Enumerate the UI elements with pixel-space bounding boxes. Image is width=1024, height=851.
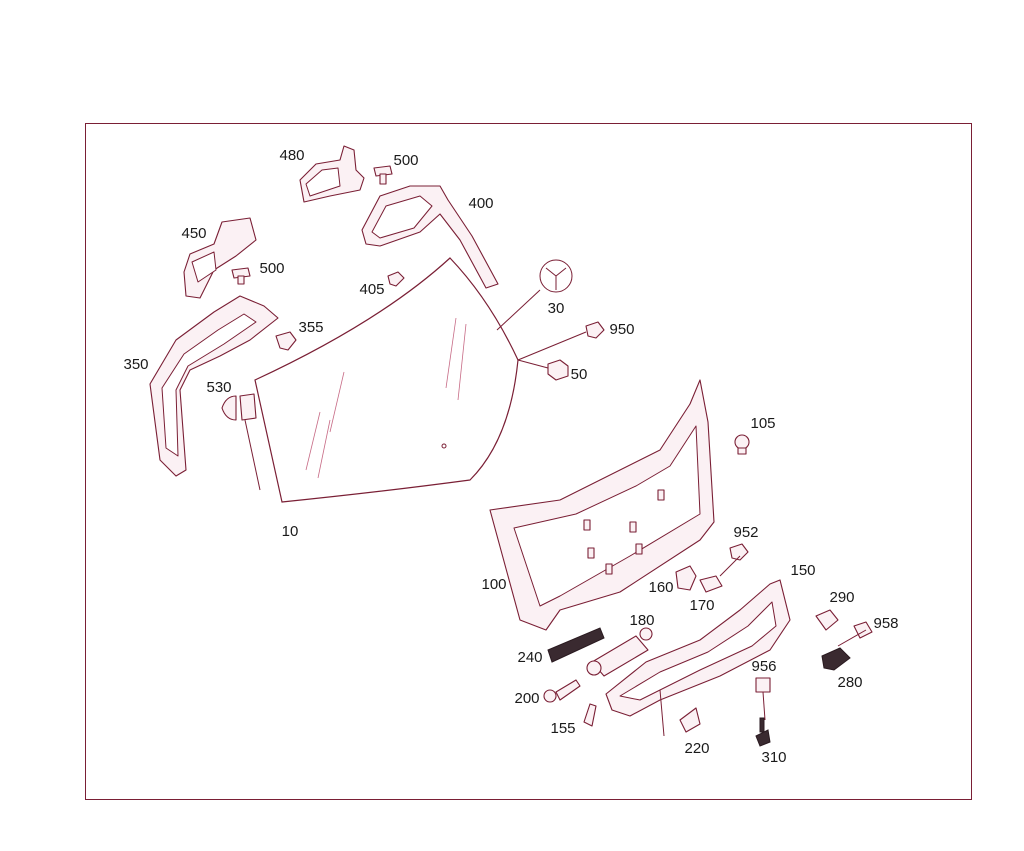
label-170: 170 (689, 597, 714, 614)
part-480-bracket (299, 145, 365, 203)
label-160: 160 (648, 579, 673, 596)
part-160 (675, 565, 697, 591)
part-530-cap (221, 393, 257, 421)
part-310 (755, 717, 771, 747)
label-405: 405 (359, 281, 384, 298)
leader-lines (244, 289, 867, 737)
label-310: 310 (761, 749, 786, 766)
label-155: 155 (550, 720, 575, 737)
label-220: 220 (684, 740, 709, 757)
part-170-bulb (699, 575, 723, 593)
label-956: 956 (751, 658, 776, 675)
part-180-cylinder (586, 627, 653, 677)
part-500-screw-a (373, 165, 393, 185)
part-280-lock (821, 647, 851, 671)
part-956 (755, 677, 771, 693)
label-530: 530 (206, 379, 231, 396)
label-480: 480 (279, 147, 304, 164)
part-30-wrench-icon (539, 259, 573, 293)
label-280: 280 (837, 674, 862, 691)
label-350: 350 (123, 356, 148, 373)
label-10: 10 (282, 523, 299, 540)
part-200-screw (543, 679, 581, 703)
label-500-top: 500 (393, 152, 418, 169)
label-290: 290 (829, 589, 854, 606)
label-500-left: 500 (259, 260, 284, 277)
part-10-rear-window (254, 257, 519, 503)
part-220 (679, 707, 701, 733)
diagram-frame (85, 123, 972, 800)
part-350-pillar-trim (149, 295, 279, 477)
part-155 (583, 703, 597, 727)
label-105: 105 (750, 415, 775, 432)
label-355: 355 (298, 319, 323, 336)
label-958: 958 (873, 615, 898, 632)
part-150-lower-trim (605, 579, 791, 717)
label-200: 200 (514, 690, 539, 707)
part-405-clip (387, 271, 405, 287)
part-240-grille (547, 627, 605, 663)
label-180: 180 (629, 612, 654, 629)
label-952: 952 (733, 524, 758, 541)
label-400: 400 (468, 195, 493, 212)
part-labels: 10 30 50 100 105 150 155 160 170 180 200… (123, 147, 898, 766)
part-355-clip (275, 331, 297, 351)
label-950: 950 (609, 321, 634, 338)
part-500-screw-b (231, 267, 251, 285)
part-450-bracket (183, 217, 257, 299)
part-290 (815, 609, 839, 631)
label-450: 450 (181, 225, 206, 242)
part-105-clip (734, 434, 750, 455)
part-950 (585, 321, 605, 339)
part-952 (729, 543, 749, 561)
part-50-block (547, 359, 569, 381)
label-240: 240 (517, 649, 542, 666)
label-100: 100 (481, 576, 506, 593)
label-150: 150 (790, 562, 815, 579)
part-100-tailgate-panel (489, 379, 715, 631)
label-30: 30 (548, 300, 565, 317)
label-50: 50 (571, 366, 588, 383)
part-400-trim (361, 185, 499, 289)
